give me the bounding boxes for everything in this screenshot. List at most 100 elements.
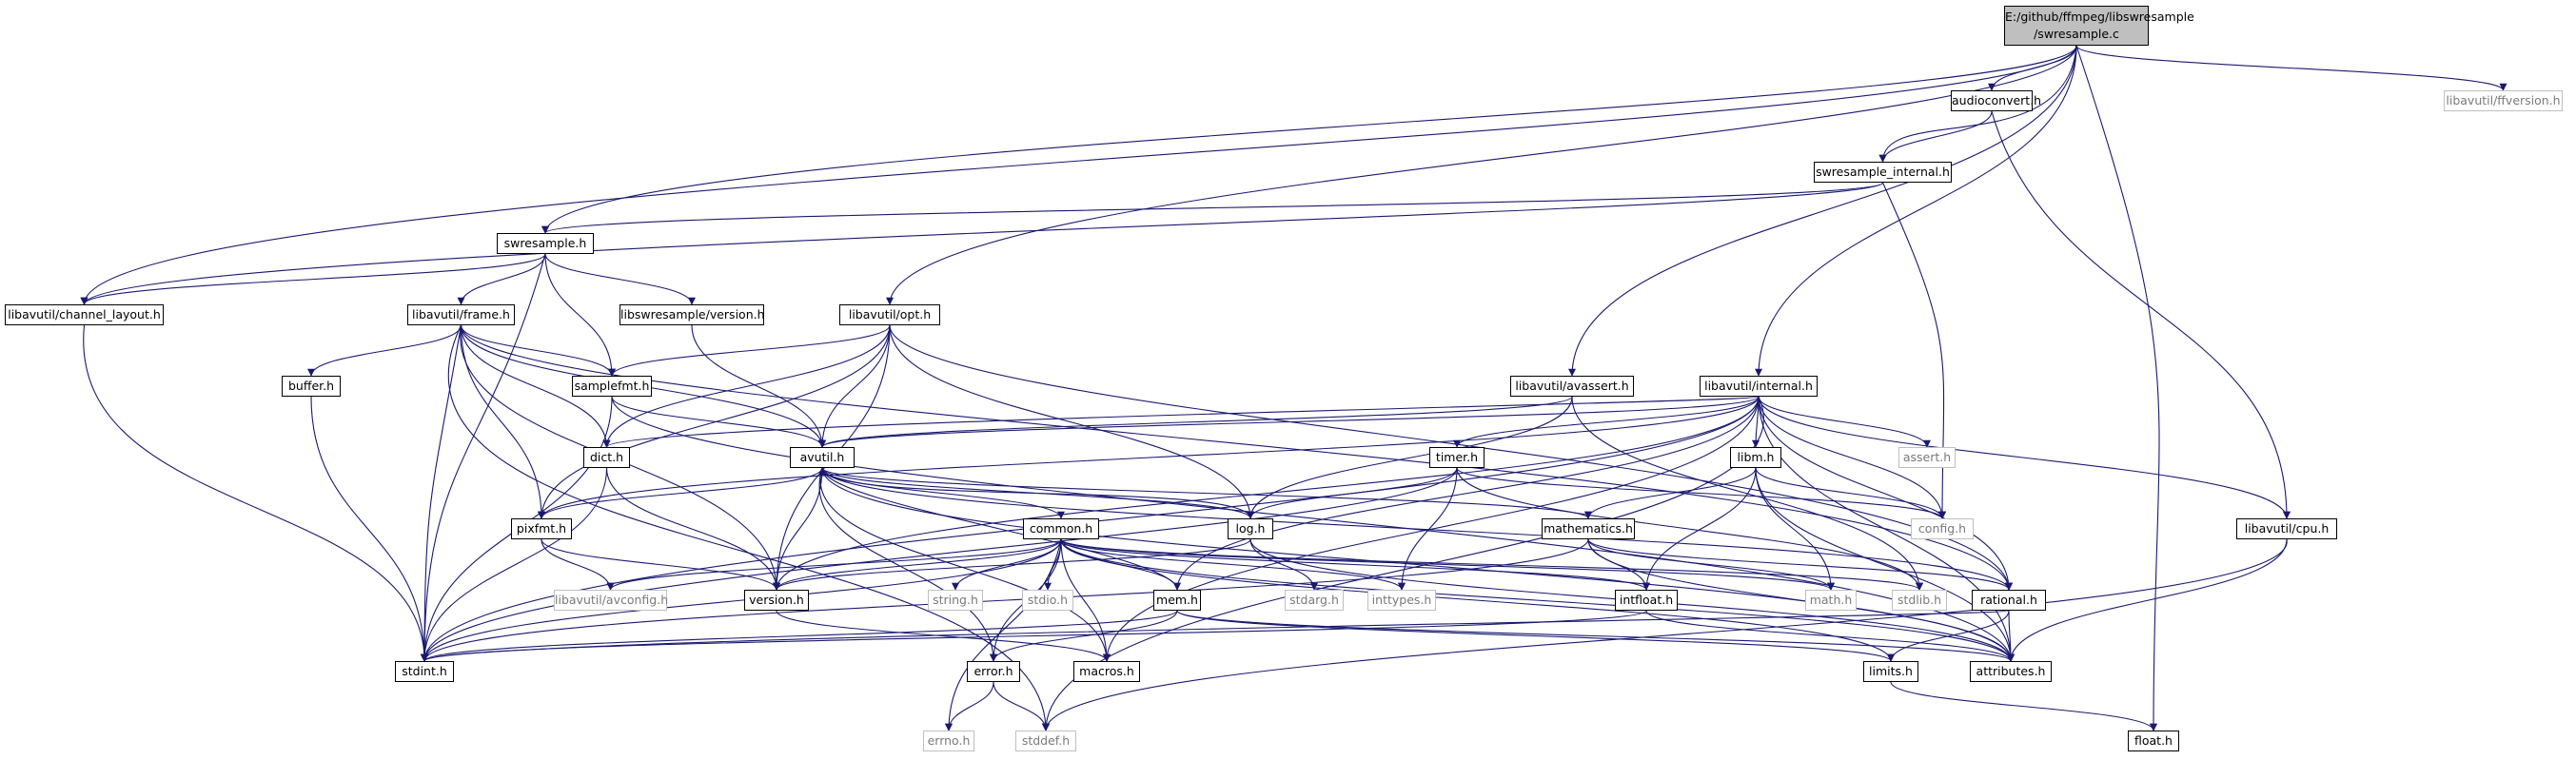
edge-version-to-macros [776,610,1111,662]
node-mem[interactable]: mem.h [1153,590,1201,611]
node-channel-layout[interactable]: libavutil/channel_layout.h [5,304,164,325]
node-log[interactable]: log.h [1228,518,1273,539]
node-errno[interactable]: errno.h [923,731,974,751]
node-mathematics[interactable]: mathematics.h [1542,518,1635,539]
edge-pixfmt-to-avconfig [541,538,615,591]
edge-avutil-to-error [818,467,997,662]
node-timer[interactable]: timer.h [1429,447,1485,468]
edge-internal-to-version [773,396,1760,591]
node-attributes[interactable]: attributes.h [1970,661,2052,682]
edge-rational-to-attributes [2006,610,2015,662]
node-inttypes[interactable]: inttypes.h [1367,590,1436,611]
dependency-edges [80,45,2507,731]
node-string[interactable]: string.h [928,590,983,611]
node-swresample-version[interactable]: libswresample/version.h [619,304,765,325]
edge-swresample-h-to-samplefmt [544,253,616,377]
edge-samplefmt-to-avutil [611,396,826,448]
node-swresample-h[interactable]: swresample.h [497,233,594,254]
edge-mem-to-error [990,610,1178,662]
edge-avutil-to-pixfmt [538,467,823,519]
edge-internal-to-dict [602,396,1760,448]
edge-root-file-to-internal [1755,45,2077,377]
node-config[interactable]: config.h [1911,518,1974,539]
node-stdint[interactable]: stdint.h [395,661,454,682]
edge-timer-to-inttypes [1398,467,1458,591]
edge-opt-to-samplefmt [608,324,891,377]
node-error[interactable]: error.h [967,661,1020,682]
edge-mathematics-to-attributes [1587,538,2015,662]
node-internal[interactable]: libavutil/internal.h [1700,376,1818,397]
node-rational[interactable]: rational.h [1972,590,2046,611]
edge-avassert-to-stdlib [1571,396,1923,591]
edge-mem-to-avutil [818,467,1178,591]
edge-internal-to-timer [1453,396,1760,448]
edge-frame-to-stdint [421,324,462,662]
node-avutil[interactable]: avutil.h [790,447,855,468]
node-limits[interactable]: limits.h [1863,661,1918,682]
node-root-file: E:/github/ffmpeg/libswresample /swresamp… [2004,6,2194,46]
root-path-line2: /swresample.c [2034,27,2119,41]
edge-root-file-to-float [2075,45,2160,731]
node-dict[interactable]: dict.h [583,447,630,468]
node-samplefmt[interactable]: samplefmt.h [572,376,652,397]
edge-audioconvert-to-swresample-internal [1878,110,1993,163]
edge-opt-to-log [889,324,1254,519]
node-float[interactable]: float.h [2128,731,2179,751]
edge-frame-to-stddef [447,324,1050,731]
edge-timer-to-log [1247,467,1458,519]
edge-audioconvert-to-cpu [1991,110,2291,519]
edge-limits-to-float [1890,681,2157,731]
node-stddef[interactable]: stddef.h [1015,731,1076,751]
edge-internal-to-config [1758,396,1946,519]
edge-error-to-errno [945,681,994,731]
edge-mathematics-to-rational [1587,538,2013,591]
node-intfloat[interactable]: intfloat.h [1615,590,1678,611]
edge-libm-to-math [1755,467,1835,591]
edge-root-file-to-channel-layout [80,45,2077,305]
node-frame[interactable]: libavutil/frame.h [407,304,515,325]
edge-internal-to-macros [1103,396,1760,662]
node-ffversion[interactable]: libavutil/ffversion.h [2444,90,2563,111]
node-math[interactable]: math.h [1805,590,1857,611]
node-opt[interactable]: libavutil/opt.h [839,304,940,325]
edge-timer-to-stdint [421,467,1458,662]
edge-timer-to-config [1456,467,1946,519]
edge-mathematics-to-math [1587,538,1835,591]
node-assert[interactable]: assert.h [1898,447,1956,468]
node-cpu[interactable]: libavutil/cpu.h [2236,518,2337,539]
edge-root-file-to-avassert [1568,45,2077,377]
edge-avutil-to-mathematics [821,467,1592,519]
edge-rational-to-stdint [421,610,2010,662]
node-avconfig[interactable]: libavutil/avconfig.h [554,590,668,611]
edge-libm-to-attributes [1755,467,2015,662]
edge-common-to-attributes [1060,538,2015,662]
edge-common-to-macros [1060,538,1111,662]
node-pixfmt[interactable]: pixfmt.h [511,518,572,539]
node-stdio[interactable]: stdio.h [1022,590,1073,611]
node-stdlib[interactable]: stdlib.h [1892,590,1947,611]
edge-common-to-errno [945,538,1062,731]
edge-error-to-stddef [993,681,1050,731]
edge-common-to-limits [1060,538,1895,662]
edge-mem-to-attributes [1176,610,2015,662]
node-avassert[interactable]: libavutil/avassert.h [1510,376,1634,397]
edge-swresample-internal-to-swresample-h [541,182,1884,234]
edge-mathematics-to-stdint [421,538,1589,662]
node-stdarg[interactable]: stdarg.h [1285,590,1344,611]
node-version[interactable]: version.h [744,590,809,611]
edge-internal-to-rational [1758,396,2013,591]
edge-cpu-to-attributes [2007,538,2288,662]
node-buffer[interactable]: buffer.h [282,376,341,397]
node-swresample-internal[interactable]: swresample_internal.h [1814,162,1952,183]
node-common[interactable]: common.h [1023,518,1099,539]
edge-avassert-to-avutil [818,396,1573,448]
edge-swresample-h-to-frame [457,253,546,305]
edge-swresample-h-to-stdint [421,253,546,662]
edge-internal-to-attributes [1758,396,2015,662]
edge-avutil-to-version [773,467,823,591]
edge-avutil-to-macros [819,467,1111,662]
edge-frame-to-dict [460,324,611,448]
node-audioconvert[interactable]: audioconvert.h [1951,90,2041,111]
node-macros[interactable]: macros.h [1073,661,1140,682]
node-libm[interactable]: libm.h [1730,447,1781,468]
